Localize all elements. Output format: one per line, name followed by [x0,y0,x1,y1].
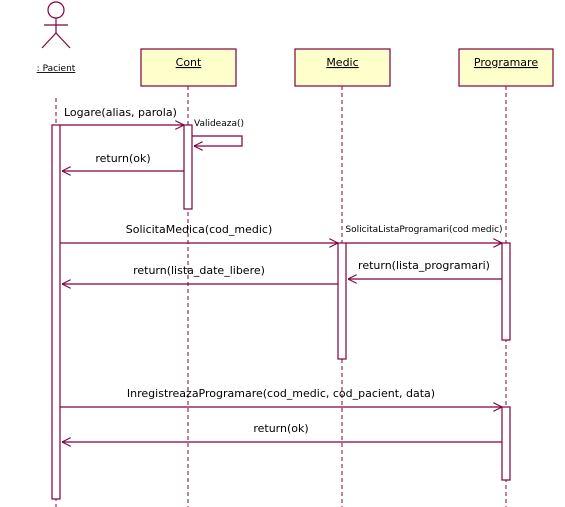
object-medic-label: Medic [326,56,358,69]
message-solicitamedica-label: SolicitaMedica(cod_medic) [126,223,272,236]
object-programare-label: Programare [474,56,538,69]
actor-label: : Pacient [37,64,76,74]
object-cont-label: Cont [176,56,202,69]
object-programare[interactable]: Programare [458,48,554,87]
message-valideaza-label: Valideaza() [194,119,244,129]
actor-head [47,1,65,19]
message-return-ok-1-label: return(ok) [95,152,150,165]
message-return-lista-programari-label: return(lista_programari) [358,259,490,272]
actor-left-leg [41,32,57,49]
actor-pacient [41,1,71,49]
message-solicitalistaprogramari-label: SolicitaListaProgramari(cod medic) [345,225,502,235]
activation-programare-1 [501,242,511,341]
activation-medic [337,242,347,360]
message-valideaza-arrow [192,135,243,146]
actor-right-leg [55,32,71,49]
activation-programare-2 [501,406,511,481]
message-return-lista-date-libere-label: return(lista_date_libere) [133,264,265,277]
object-cont[interactable]: Cont [140,48,237,87]
activation-pacient [51,124,61,500]
message-inregistreaza-label: InregistreazaProgramare(cod_medic, cod_p… [127,387,435,400]
message-return-ok-2-label: return(ok) [253,422,308,435]
object-medic[interactable]: Medic [294,48,391,87]
activation-cont [183,124,193,210]
message-logare-label: Logare(alias, parola) [64,106,177,119]
